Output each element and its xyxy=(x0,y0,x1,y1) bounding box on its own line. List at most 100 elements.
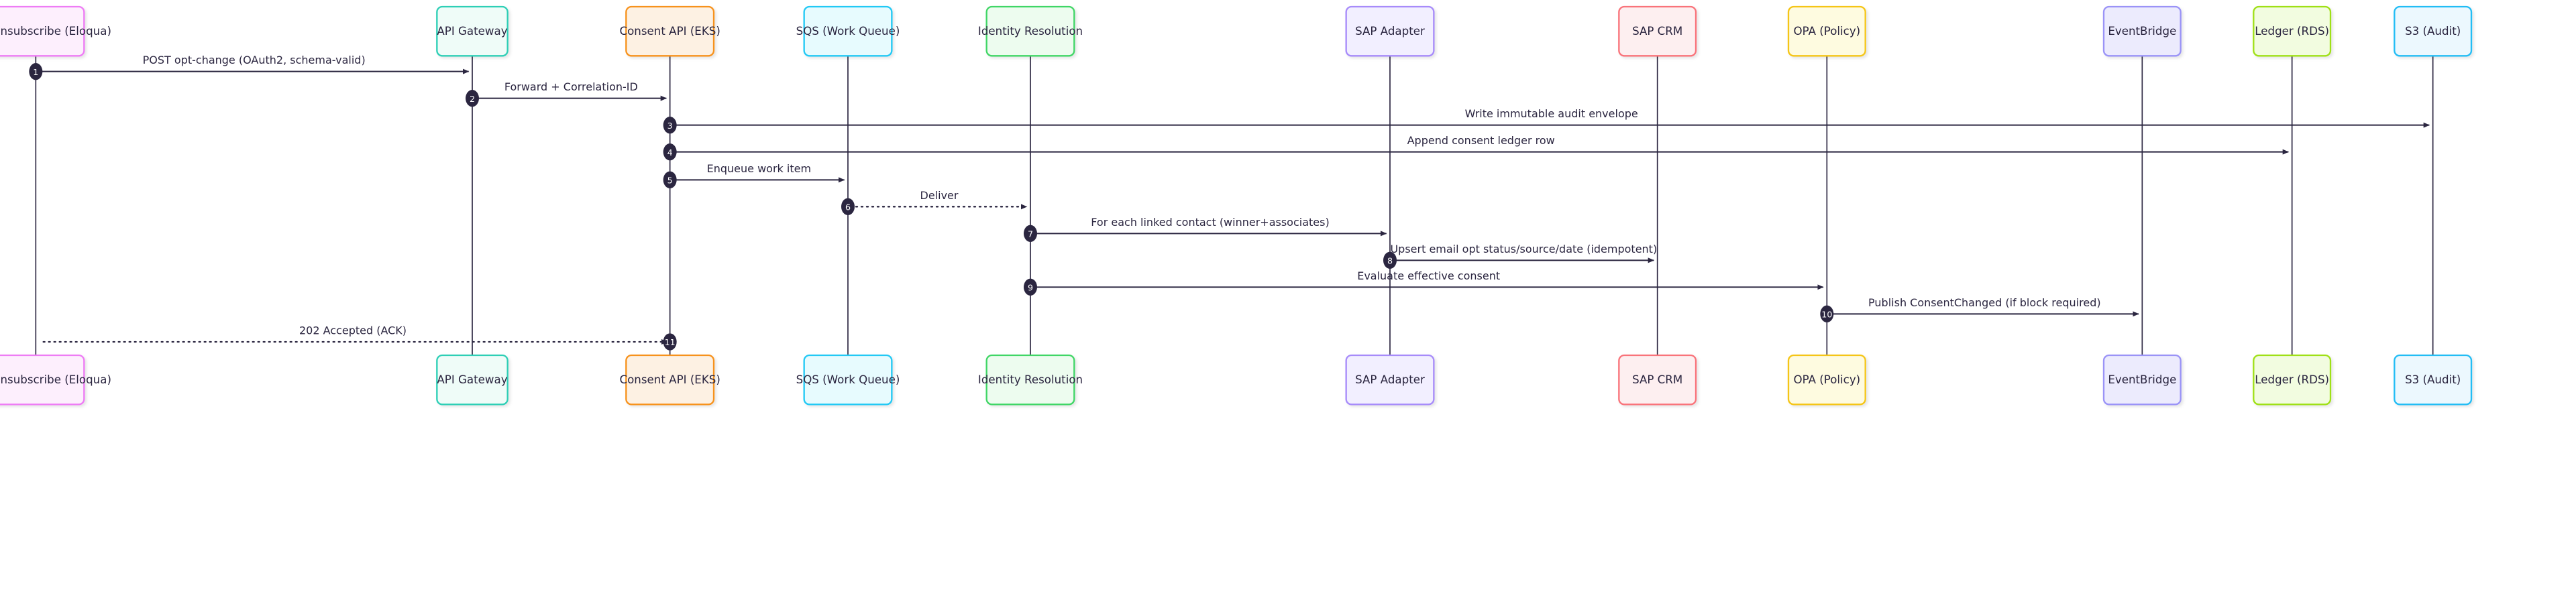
sequence-badge-number: 2 xyxy=(470,94,475,104)
sequence-badge-circle xyxy=(1024,225,1037,242)
participant-apigw-bottom[interactable]: API Gateway xyxy=(436,354,508,406)
message-3[interactable]: 3 Write immutable audit envelope xyxy=(663,107,2430,134)
message-sequence-badge: 3 xyxy=(663,117,677,134)
sequence-badge-number: 7 xyxy=(1028,229,1033,239)
sequence-badge-number: 3 xyxy=(667,121,673,131)
participant-label: EventBridge xyxy=(2108,373,2176,386)
participant-box[interactable] xyxy=(2102,354,2182,406)
message-4[interactable]: 4 Append consent ledger row xyxy=(663,134,2289,161)
participant-opa-bottom[interactable]: OPA (Policy) xyxy=(1787,354,1866,406)
participant-opa-top[interactable]: OPA (Policy) xyxy=(1787,5,1866,57)
message-5[interactable]: 5 Enqueue work item xyxy=(663,162,845,188)
participant-boxes-bottom: Form/Unsubscribe (Eloqua) API Gateway Cons… xyxy=(0,354,2473,406)
participant-boxes-top: Form/Unsubscribe (Eloqua) API Gateway Cons… xyxy=(0,5,2473,57)
participant-box[interactable] xyxy=(2102,5,2182,57)
participant-box[interactable] xyxy=(2394,5,2473,57)
participant-label: SAP CRM xyxy=(1632,373,1682,386)
participant-label: EventBridge xyxy=(2108,25,2176,38)
message-label: Deliver xyxy=(920,189,959,202)
participant-box[interactable] xyxy=(625,5,715,57)
sequence-badge-circle xyxy=(1024,278,1037,296)
participant-apigw-top[interactable]: API Gateway xyxy=(436,5,508,57)
participant-identity-bottom[interactable]: Identity Resolution xyxy=(978,354,1083,406)
message-label: Evaluate effective consent xyxy=(1357,269,1500,282)
participant-box[interactable] xyxy=(985,5,1075,57)
participant-box[interactable] xyxy=(803,354,893,406)
participant-sqs-top[interactable]: SQS (Work Queue) xyxy=(796,5,900,57)
participant-sqs-bottom[interactable]: SQS (Work Queue) xyxy=(796,354,900,406)
participant-sapcrm-top[interactable]: SAP CRM xyxy=(1618,5,1697,57)
sequence-badge-circle xyxy=(29,63,43,80)
participant-box[interactable] xyxy=(1787,354,1866,406)
participant-box[interactable] xyxy=(1618,5,1697,57)
message-10[interactable]: 10 Publish ConsentChanged (if block requi… xyxy=(1820,296,2139,322)
participant-s3audit-bottom[interactable]: S3 (Audit) xyxy=(2394,354,2473,406)
participant-box[interactable] xyxy=(0,5,85,57)
participant-ledger-bottom[interactable]: Ledger (RDS) xyxy=(2253,354,2332,406)
participant-label: SAP Adapter xyxy=(1355,373,1425,386)
message-sequence-badge: 5 xyxy=(663,171,677,188)
participant-eventbr-top[interactable]: EventBridge xyxy=(2102,5,2182,57)
sequence-badge-circle xyxy=(1820,305,1834,322)
message-sequence-badge: 9 xyxy=(1024,278,1037,296)
participant-box[interactable] xyxy=(985,354,1075,406)
participant-sapadp-top[interactable]: SAP Adapter xyxy=(1345,5,1435,57)
sequence-badge-circle xyxy=(663,333,677,351)
participant-sapadp-bottom[interactable]: SAP Adapter xyxy=(1345,354,1435,406)
participant-s3audit-top[interactable]: S3 (Audit) xyxy=(2394,5,2473,57)
participant-box[interactable] xyxy=(0,354,85,406)
message-6[interactable]: 6 Deliver xyxy=(841,189,1028,215)
participant-box[interactable] xyxy=(436,354,508,406)
participant-box[interactable] xyxy=(1618,354,1697,406)
participant-identity-top[interactable]: Identity Resolution xyxy=(978,5,1083,57)
participant-box[interactable] xyxy=(436,5,508,57)
participant-box[interactable] xyxy=(1787,5,1866,57)
participant-box[interactable] xyxy=(803,5,893,57)
participant-box[interactable] xyxy=(2253,5,2332,57)
message-label: Append consent ledger row xyxy=(1407,134,1555,147)
participant-consent-top[interactable]: Consent API (EKS) xyxy=(619,5,720,57)
participant-label: Consent API (EKS) xyxy=(619,373,720,386)
lifelines-layer xyxy=(35,56,2434,358)
participant-eventbr-bottom[interactable]: EventBridge xyxy=(2102,354,2182,406)
participant-label: Form/Unsubscribe (Eloqua) xyxy=(0,373,111,386)
participant-box[interactable] xyxy=(1345,354,1435,406)
participant-ledger-top[interactable]: Ledger (RDS) xyxy=(2253,5,2332,57)
participant-consent-bottom[interactable]: Consent API (EKS) xyxy=(619,354,720,406)
sequence-badge-circle xyxy=(466,90,479,107)
message-label: Publish ConsentChanged (if block require… xyxy=(1868,296,2101,309)
participant-label: SQS (Work Queue) xyxy=(796,373,900,386)
participant-label: S3 (Audit) xyxy=(2405,25,2461,38)
sequence-badge-number: 1 xyxy=(33,67,38,77)
message-2[interactable]: 2 Forward + Correlation-ID xyxy=(466,80,667,107)
message-label: Enqueue work item xyxy=(707,162,811,175)
sequence-badge-number: 8 xyxy=(1387,256,1393,266)
sequence-badge-number: 6 xyxy=(845,202,851,212)
participant-eloqua-bottom[interactable]: Form/Unsubscribe (Eloqua) xyxy=(0,354,111,406)
participant-box[interactable] xyxy=(625,354,715,406)
participant-label: OPA (Policy) xyxy=(1793,373,1860,386)
sequence-badge-number: 10 xyxy=(1821,310,1832,320)
message-7[interactable]: 7 For each linked contact (winner+associa… xyxy=(1024,216,1387,242)
message-9[interactable]: 9 Evaluate effective consent xyxy=(1024,269,1824,296)
message-label: Forward + Correlation-ID xyxy=(504,80,638,93)
participant-box[interactable] xyxy=(1345,5,1435,57)
participant-label: Consent API (EKS) xyxy=(619,25,720,38)
sequence-badge-circle xyxy=(663,117,677,134)
message-label: Write immutable audit envelope xyxy=(1465,107,1638,120)
participant-label: Identity Resolution xyxy=(978,25,1083,38)
participant-box[interactable] xyxy=(2253,354,2332,406)
participant-sapcrm-bottom[interactable]: SAP CRM xyxy=(1618,354,1697,406)
message-label: For each linked contact (winner+associat… xyxy=(1091,216,1329,229)
sequence-badge-number: 9 xyxy=(1028,283,1033,293)
sequence-badge-number: 5 xyxy=(667,176,673,186)
participant-eloqua-top[interactable]: Form/Unsubscribe (Eloqua) xyxy=(0,5,111,57)
sequence-badge-number: 4 xyxy=(667,147,673,158)
message-sequence-badge: 2 xyxy=(466,90,479,107)
participant-label: Ledger (RDS) xyxy=(2255,25,2329,38)
participant-box[interactable] xyxy=(2394,354,2473,406)
